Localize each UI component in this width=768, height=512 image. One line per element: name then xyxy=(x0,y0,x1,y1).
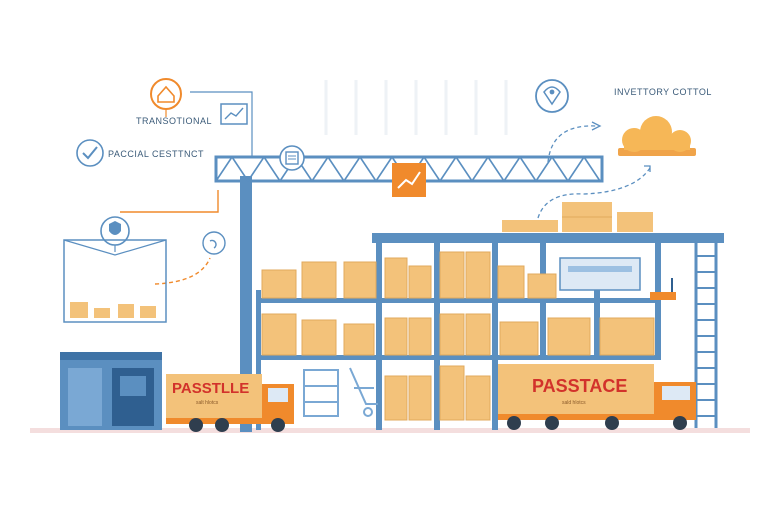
loading-machine xyxy=(60,352,162,430)
arrow-head-right xyxy=(644,165,651,172)
chart-icon xyxy=(220,103,248,125)
right-truck-sub: sald hlotcs xyxy=(562,400,586,406)
left-truck-name: PASSTLLE xyxy=(172,380,250,397)
hand-trolley xyxy=(303,369,339,417)
tablet-icon xyxy=(279,145,305,171)
left-truck xyxy=(166,374,294,432)
refresh-icon xyxy=(202,231,226,255)
roof-beam xyxy=(372,233,724,243)
cart xyxy=(349,367,378,417)
left-display-panel xyxy=(63,239,167,323)
monitor-panel xyxy=(559,257,641,291)
label-inventory-control: INVETTORY COTTOL xyxy=(614,87,712,97)
ladder xyxy=(694,243,718,428)
shelving-rack xyxy=(256,243,661,430)
right-truck xyxy=(498,364,696,430)
cloud-icon xyxy=(618,116,696,156)
small-forklift xyxy=(650,278,676,300)
ground-line xyxy=(30,428,750,433)
connector-line xyxy=(190,91,253,158)
checkmark-icon xyxy=(76,139,104,167)
orange-connector xyxy=(120,190,219,213)
roof-boxes xyxy=(502,202,653,232)
shield-icon xyxy=(100,216,130,252)
right-truck-name: PASSTACE xyxy=(532,376,628,396)
left-truck-sub: salt hlotcs xyxy=(196,400,219,406)
dashed-route-right xyxy=(537,167,651,219)
location-pin-icon xyxy=(535,79,569,113)
middle-shelf-boxes xyxy=(261,313,655,356)
top-shelf-boxes xyxy=(261,251,557,299)
trend-up-icon xyxy=(392,163,426,197)
dashed-route xyxy=(154,257,211,285)
house-icon xyxy=(150,78,182,117)
bottom-shelf-boxes xyxy=(384,365,491,421)
label-transactional: TRANSOTIONAL xyxy=(136,116,213,126)
arrow-head xyxy=(591,121,602,131)
background-grid xyxy=(324,80,508,135)
label-parcel-content: PACCIAL CESTTNCT xyxy=(108,149,205,159)
